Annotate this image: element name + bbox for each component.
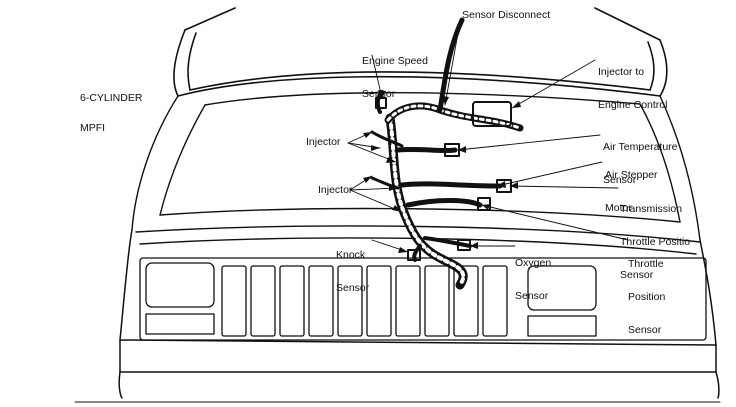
grille-slat [337, 265, 363, 337]
label-air-temperature-sensor-line-1: Air Temperature [603, 141, 678, 153]
grille-slat [366, 265, 392, 337]
label-air-temperature-sensor: Air Temperature Sensor [603, 120, 678, 197]
cowl-lines [131, 92, 701, 241]
grille-slat [453, 265, 479, 337]
label-injector-to-engine-control-line-2: Engine Control [598, 99, 668, 111]
label-oxygen-sensor-line-1: Oxygen [515, 257, 552, 269]
label-throttle-position-sensor-line-2: Position [628, 291, 666, 303]
grille-slat [482, 265, 508, 337]
wiring-harness [370, 17, 524, 290]
label-air-stepper-motor-line-1: Air Stepper [605, 169, 658, 181]
grille-slat [424, 265, 450, 337]
label-transmission-tps-line-1: Transmission [620, 203, 683, 215]
label-knock-sensor-line-2: Sensor [336, 282, 370, 294]
title-line-2: MPFI [80, 122, 106, 134]
label-air-stepper-motor-line-2: Motor [605, 202, 632, 214]
label-sensor-disconnect: Sensor Disconnect [462, 9, 551, 21]
label-throttle-position-sensor-line-3: Sensor [628, 324, 662, 336]
label-knock-sensor-line-1: Knock [336, 249, 366, 261]
label-injector-to-engine-control: Injector to Engine Control [598, 45, 667, 122]
front-grille [139, 257, 707, 341]
label-oxygen-sensor-line-2: Sensor [515, 290, 549, 302]
grille-slat [250, 265, 276, 337]
grille-slat [395, 265, 421, 337]
label-engine-speed-sensor-line-1: Engine Speed [362, 55, 428, 67]
label-throttle-position-sensor: Throttle Position Sensor [628, 237, 665, 347]
label-transmission-tps-line-2: Throttle Positio [620, 236, 691, 248]
grille-slat [308, 265, 334, 337]
title-block: 6-CYLINDER MPFI [80, 73, 142, 143]
label-transmission-tps-line-3: Sensor [620, 269, 654, 281]
label-transmission-throttle-position-sensor: Transmission Throttle Positio Sensor [620, 182, 690, 292]
label-oxygen-sensor: Oxygen Sensor [515, 236, 551, 313]
label-injector-lower: Injector [318, 184, 353, 196]
label-engine-speed-sensor-line-2: Sensor [362, 88, 396, 100]
body-sides [74, 229, 721, 403]
title-line-1: 6-CYLINDER [80, 92, 143, 104]
label-throttle-position-sensor-line-1: Throttle [628, 258, 664, 270]
label-injector-upper: Injector [306, 136, 341, 148]
grille-slat [221, 265, 247, 337]
label-knock-sensor: Knock Sensor [336, 228, 369, 305]
arrowheads [363, 90, 521, 253]
label-engine-speed-sensor: Engine Speed Sensor [362, 34, 428, 111]
label-air-stepper-motor: Air Stepper Motor [605, 148, 658, 225]
grille-slat [279, 265, 305, 337]
label-injector-to-engine-control-line-1: Injector to [598, 66, 645, 78]
hood-outline [173, 7, 668, 97]
label-air-temperature-sensor-line-2: Sensor [603, 174, 637, 186]
